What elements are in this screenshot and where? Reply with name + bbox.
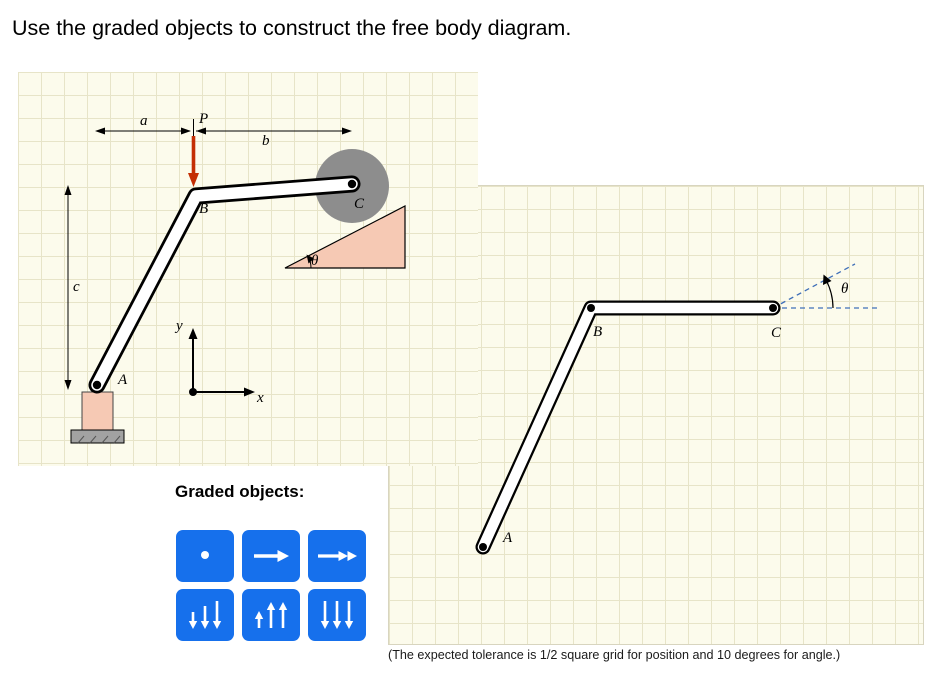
label-B: B [199,201,208,217]
reference-figure-panel: P a b c B C A θ y x [18,72,478,466]
label-a: a [140,113,148,129]
pin-support-post [81,391,114,433]
fbd-label-C: C [771,325,782,341]
dimension-b [196,127,352,135]
dimension-a [95,127,191,135]
label-x: x [256,390,264,406]
point-icon [201,551,209,559]
label-y: y [174,318,183,334]
graded-object-point-button[interactable] [176,530,234,582]
graded-object-distributed-load-down-uniform-button[interactable] [308,589,366,641]
pin-C-dot [347,179,357,189]
label-c: c [73,279,80,295]
moment-double-headed-arrow-icon [318,551,357,561]
dashed-angled-reference [772,263,856,309]
incline-angle-arrow-icon [306,254,314,264]
label-b: b [262,133,270,149]
fbd-point-A[interactable] [479,543,487,551]
bar-body [91,178,358,391]
incline-triangle [284,205,406,269]
bar-outline [88,175,361,394]
fbd-canvas[interactable]: A B C θ [389,186,923,644]
graded-object-force-arrow-button[interactable] [242,530,300,582]
distributed-load-down-varying-icon [188,601,222,629]
graded-objects-toolbar [176,530,366,641]
reference-figure: P a b c B C A θ y x [64,111,406,444]
fbd-bar-outline [475,300,781,555]
distributed-load-down-uniform-icon [320,601,354,629]
angle-arc-arrow-icon [823,274,832,285]
graded-object-moment-arrow-button[interactable] [308,530,366,582]
label-P: P [198,111,208,127]
ground-base [70,429,125,444]
fbd-label-theta: θ [841,281,849,297]
tolerance-note: (The expected tolerance is 1/2 square gr… [388,648,841,662]
graded-objects-heading: Graded objects: [175,482,305,501]
distributed-load-up-varying-icon [254,602,288,628]
fbd-label-A: A [502,530,513,546]
pin-A-dot [92,380,102,390]
label-C: C [354,196,365,212]
page-title: Use the graded objects to construct the … [12,16,572,40]
fbd-canvas-panel[interactable]: A B C θ [388,185,924,645]
force-P-arrow-icon [188,136,199,187]
label-A: A [117,372,128,388]
fbd-bar-body [477,302,779,553]
fbd-point-C[interactable] [769,304,777,312]
fbd-point-B[interactable] [587,304,595,312]
graded-object-distributed-load-down-varying-button[interactable] [176,589,234,641]
fbd-label-B: B [593,324,602,340]
graded-object-distributed-load-up-varying-button[interactable] [242,589,300,641]
label-theta: θ [311,253,319,269]
dimension-c [64,185,72,390]
force-arrow-right-icon [254,550,289,562]
angle-arc [825,279,834,309]
ground-hatching [77,435,121,444]
coordinate-axes [188,328,255,397]
